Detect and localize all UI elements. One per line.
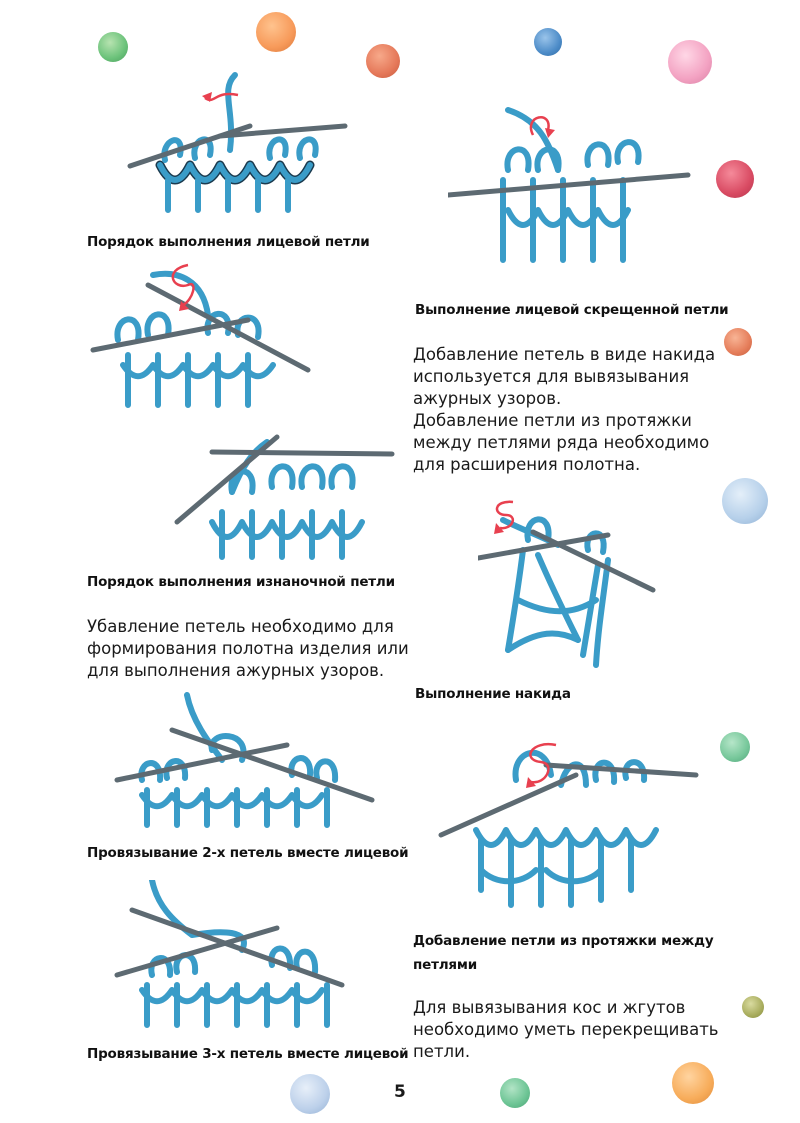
paragraph-line: петли. xyxy=(413,1042,471,1061)
knit-stitch-illustration xyxy=(127,72,348,213)
caption-purl-stitch: Порядок выполнения изнаночной петли xyxy=(87,574,395,590)
paragraph-line: Убавление петель необходимо для xyxy=(87,617,394,636)
paragraph-line: формирования полотна изделия или xyxy=(87,639,409,658)
paragraph-line: Добавление петли из протяжки xyxy=(413,411,692,430)
yarn-ball-blue-icon xyxy=(534,28,562,56)
yarn-ball-orange-icon xyxy=(256,12,296,52)
knit-3-together-illustration xyxy=(114,880,345,1028)
yarn-ball-light-blue-icon xyxy=(290,1074,330,1114)
paragraph-line: Для вывязывания кос и жгутов xyxy=(413,998,686,1017)
knit-2-together-illustration xyxy=(114,692,375,828)
yarn-ball-olive-icon xyxy=(742,996,764,1018)
yarn-ball-red-icon xyxy=(716,160,754,198)
yarn-over-illustration xyxy=(478,500,656,668)
paragraph-line: ажурных узоров. xyxy=(413,389,562,408)
increases-paragraph: Добавление петель в виде накида использу… xyxy=(413,344,715,476)
yarn-ball-green-icon xyxy=(98,32,128,62)
yarn-ball-light-blue-icon xyxy=(722,478,768,524)
caption-increase-from-bar-line2: петлями xyxy=(413,957,477,973)
yarn-ball-green-icon xyxy=(500,1078,530,1108)
caption-yarn-over: Выполнение накида xyxy=(415,686,571,702)
paragraph-line: Добавление петель в виде накида xyxy=(413,345,716,364)
increase-from-bar-illustration xyxy=(438,742,699,908)
yarn-ball-orange-icon xyxy=(672,1062,714,1104)
purl-stitch-illustration-1 xyxy=(90,263,311,408)
caption-crossed-knit-stitch: Выполнение лицевой скрещенной петли xyxy=(415,302,729,318)
paragraph-line: между петлями ряда необходимо xyxy=(413,433,710,452)
yarn-ball-pink-icon xyxy=(668,40,712,84)
caption-knit-stitch: Порядок выполнения лицевой петли xyxy=(87,234,370,250)
yarn-ball-teal-icon xyxy=(720,732,750,762)
paragraph-line: для расширения полотна. xyxy=(413,455,641,474)
yarn-ball-salmon-icon xyxy=(366,44,400,78)
caption-knit-3-together: Провязывание 3-х петель вместе лицевой xyxy=(87,1046,409,1062)
paragraph-line: используется для вывязывания xyxy=(413,367,690,386)
cables-paragraph: Для вывязывания кос и жгутов необходимо … xyxy=(413,997,719,1063)
paragraph-line: для выполнения ажурных узоров. xyxy=(87,661,385,680)
page-number: 5 xyxy=(394,1082,406,1102)
caption-increase-from-bar-line1: Добавление петли из протяжки между xyxy=(413,933,714,949)
caption-knit-2-together: Провязывание 2-х петель вместе лицевой xyxy=(87,845,409,861)
purl-stitch-illustration-2 xyxy=(174,434,395,560)
yarn-ball-salmon-icon xyxy=(724,328,752,356)
crossed-knit-stitch-illustration xyxy=(448,107,691,263)
paragraph-line: необходимо уметь перекрещивать xyxy=(413,1020,719,1039)
decreases-paragraph: Убавление петель необходимо для формиров… xyxy=(87,616,409,682)
